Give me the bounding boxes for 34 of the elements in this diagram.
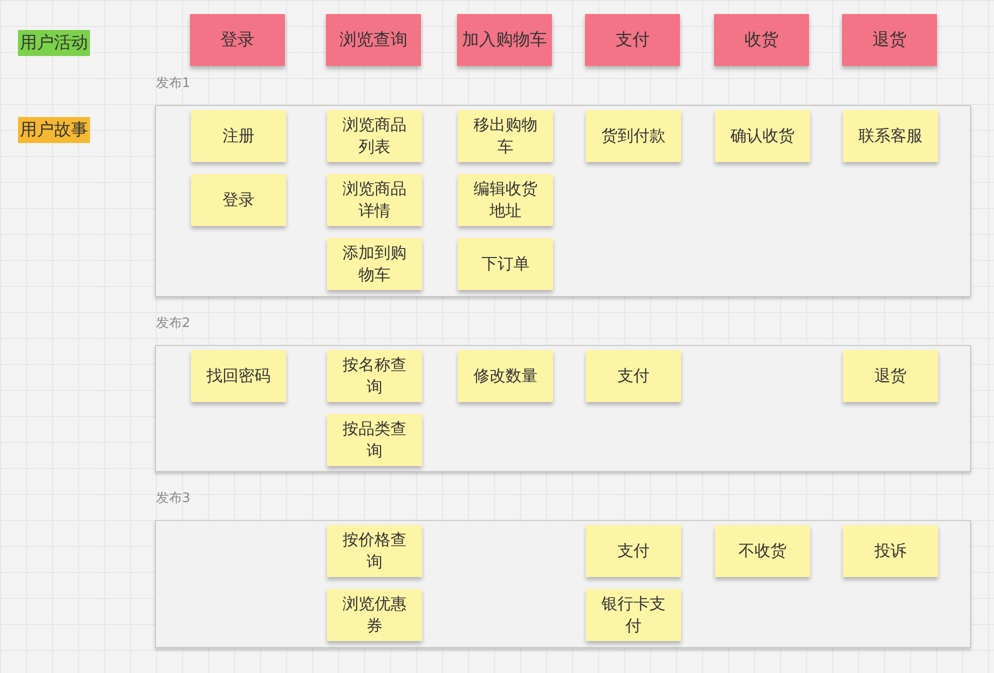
story-sticky-note: 浏览商品详情 — [327, 174, 422, 226]
story-sticky-note: 支付 — [586, 350, 681, 402]
story-sticky-note: 按名称查询 — [327, 350, 422, 402]
activity-sticky-note: 加入购物车 — [457, 14, 552, 66]
release-label: 发布3 — [156, 490, 190, 507]
story-sticky-note: 移出购物车 — [458, 110, 553, 162]
story-sticky-note: 注册 — [191, 110, 286, 162]
activity-sticky-note: 登录 — [190, 14, 285, 66]
activity-sticky-note: 收货 — [714, 14, 809, 66]
activity-sticky-note: 浏览查询 — [326, 14, 421, 66]
activity-sticky-note: 支付 — [585, 14, 680, 66]
story-sticky-note: 货到付款 — [586, 110, 681, 162]
story-sticky-note: 添加到购物车 — [327, 238, 422, 290]
story-sticky-note: 编辑收货地址 — [458, 174, 553, 226]
story-sticky-note: 不收货 — [715, 525, 810, 577]
row-label-tag: 用户活动 — [18, 30, 90, 56]
story-sticky-note: 按价格查询 — [327, 525, 422, 577]
row-label-tag: 用户故事 — [18, 117, 90, 143]
story-sticky-note: 按品类查询 — [327, 414, 422, 466]
story-sticky-note: 找回密码 — [191, 350, 286, 402]
release-label: 发布1 — [156, 75, 190, 92]
story-sticky-note: 投诉 — [843, 525, 938, 577]
story-sticky-note: 支付 — [586, 525, 681, 577]
story-sticky-note: 联系客服 — [843, 110, 938, 162]
story-sticky-note: 修改数量 — [458, 350, 553, 402]
story-sticky-note: 浏览商品列表 — [327, 110, 422, 162]
release-label: 发布2 — [156, 315, 190, 332]
story-sticky-note: 下订单 — [458, 238, 553, 290]
story-sticky-note: 退货 — [843, 350, 938, 402]
story-sticky-note: 银行卡支付 — [586, 589, 681, 641]
activity-sticky-note: 退货 — [842, 14, 937, 66]
story-sticky-note: 登录 — [191, 174, 286, 226]
story-sticky-note: 浏览优惠券 — [327, 589, 422, 641]
story-sticky-note: 确认收货 — [715, 110, 810, 162]
